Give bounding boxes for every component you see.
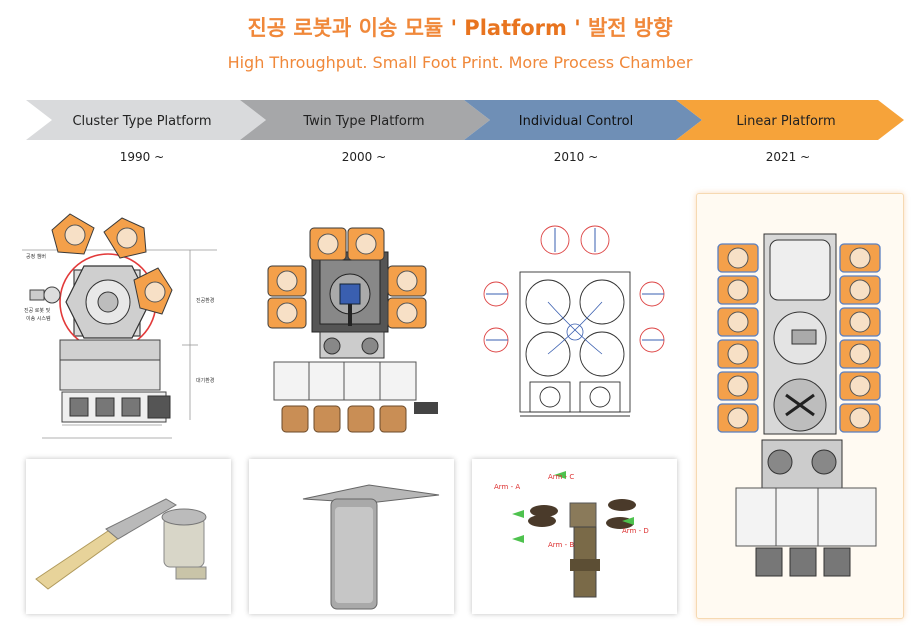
linear-chamber-wafer <box>849 311 871 333</box>
timeline: Cluster Type Platform Twin Type Platform… <box>26 100 904 140</box>
linear-platform-drawing <box>717 233 881 577</box>
timeline-arrow-individual <box>464 100 702 140</box>
linear-chamber-wafer <box>727 343 749 365</box>
timeline-label-linear: Linear Platform <box>736 114 835 129</box>
label-transfer-system: 이송 시스템 <box>26 315 51 322</box>
linear-chamber-wafer <box>849 375 871 397</box>
linear-chamber-wafer <box>727 375 749 397</box>
year-individual: 2010 ~ <box>553 150 599 164</box>
linear-chamber-wafer <box>849 279 871 301</box>
timeline-label-individual: Individual Control <box>519 114 633 129</box>
page-title: 진공 로봇과 이송 모듈 ' Platform ' 발전 방향 <box>247 16 673 40</box>
linear-chamber-wafer <box>849 343 871 365</box>
timeline-label-cluster: Cluster Type Platform <box>72 114 211 129</box>
year-cluster: 1990 ~ <box>119 150 165 164</box>
individual-control-robot-photo: Arm - A Arm - B Arm - C Arm - D <box>472 459 677 614</box>
linear-chamber-wafer <box>727 311 749 333</box>
linear-chamber-wafer <box>727 279 749 301</box>
linear-chamber-group <box>717 243 881 433</box>
cluster-platform-drawing: 공정 챔버 진공 로봇 및 이송 시스템 진공환경 대기환경 <box>22 213 217 439</box>
label-vacuum-environment: 진공환경 <box>196 297 214 304</box>
arm-c-label: Arm - C <box>548 473 574 481</box>
linear-chamber-wafer <box>727 407 749 429</box>
label-vacuum-robot: 진공 로봇 및 <box>24 307 51 314</box>
twin-robot-photo <box>249 459 454 614</box>
linear-chamber-wafer <box>849 247 871 269</box>
label-process-chamber: 공정 챔버 <box>26 253 46 260</box>
linear-chamber-wafer <box>849 407 871 429</box>
page-subtitle: High Throughput. Small Foot Print. More … <box>227 53 693 72</box>
timeline-arrow-twin <box>240 100 490 140</box>
twin-platform-drawing <box>267 227 438 433</box>
cluster-robot-photo <box>26 459 231 614</box>
timeline-label-twin: Twin Type Platform <box>302 114 424 129</box>
timeline-arrow-linear <box>676 100 904 140</box>
arm-d-label: Arm - D <box>622 527 649 535</box>
timeline-arrow-cluster <box>26 100 266 140</box>
arm-b-label: Arm - B <box>548 541 574 549</box>
title-highlight: ' Platform ' <box>450 16 581 40</box>
label-atmosphere-environment: 대기환경 <box>196 377 214 384</box>
year-linear: 2021 ~ <box>765 150 811 164</box>
year-twin: 2000 ~ <box>341 150 387 164</box>
arm-a-label: Arm - A <box>494 483 520 491</box>
linear-chamber-wafer <box>727 247 749 269</box>
individual-control-drawing <box>483 225 665 417</box>
